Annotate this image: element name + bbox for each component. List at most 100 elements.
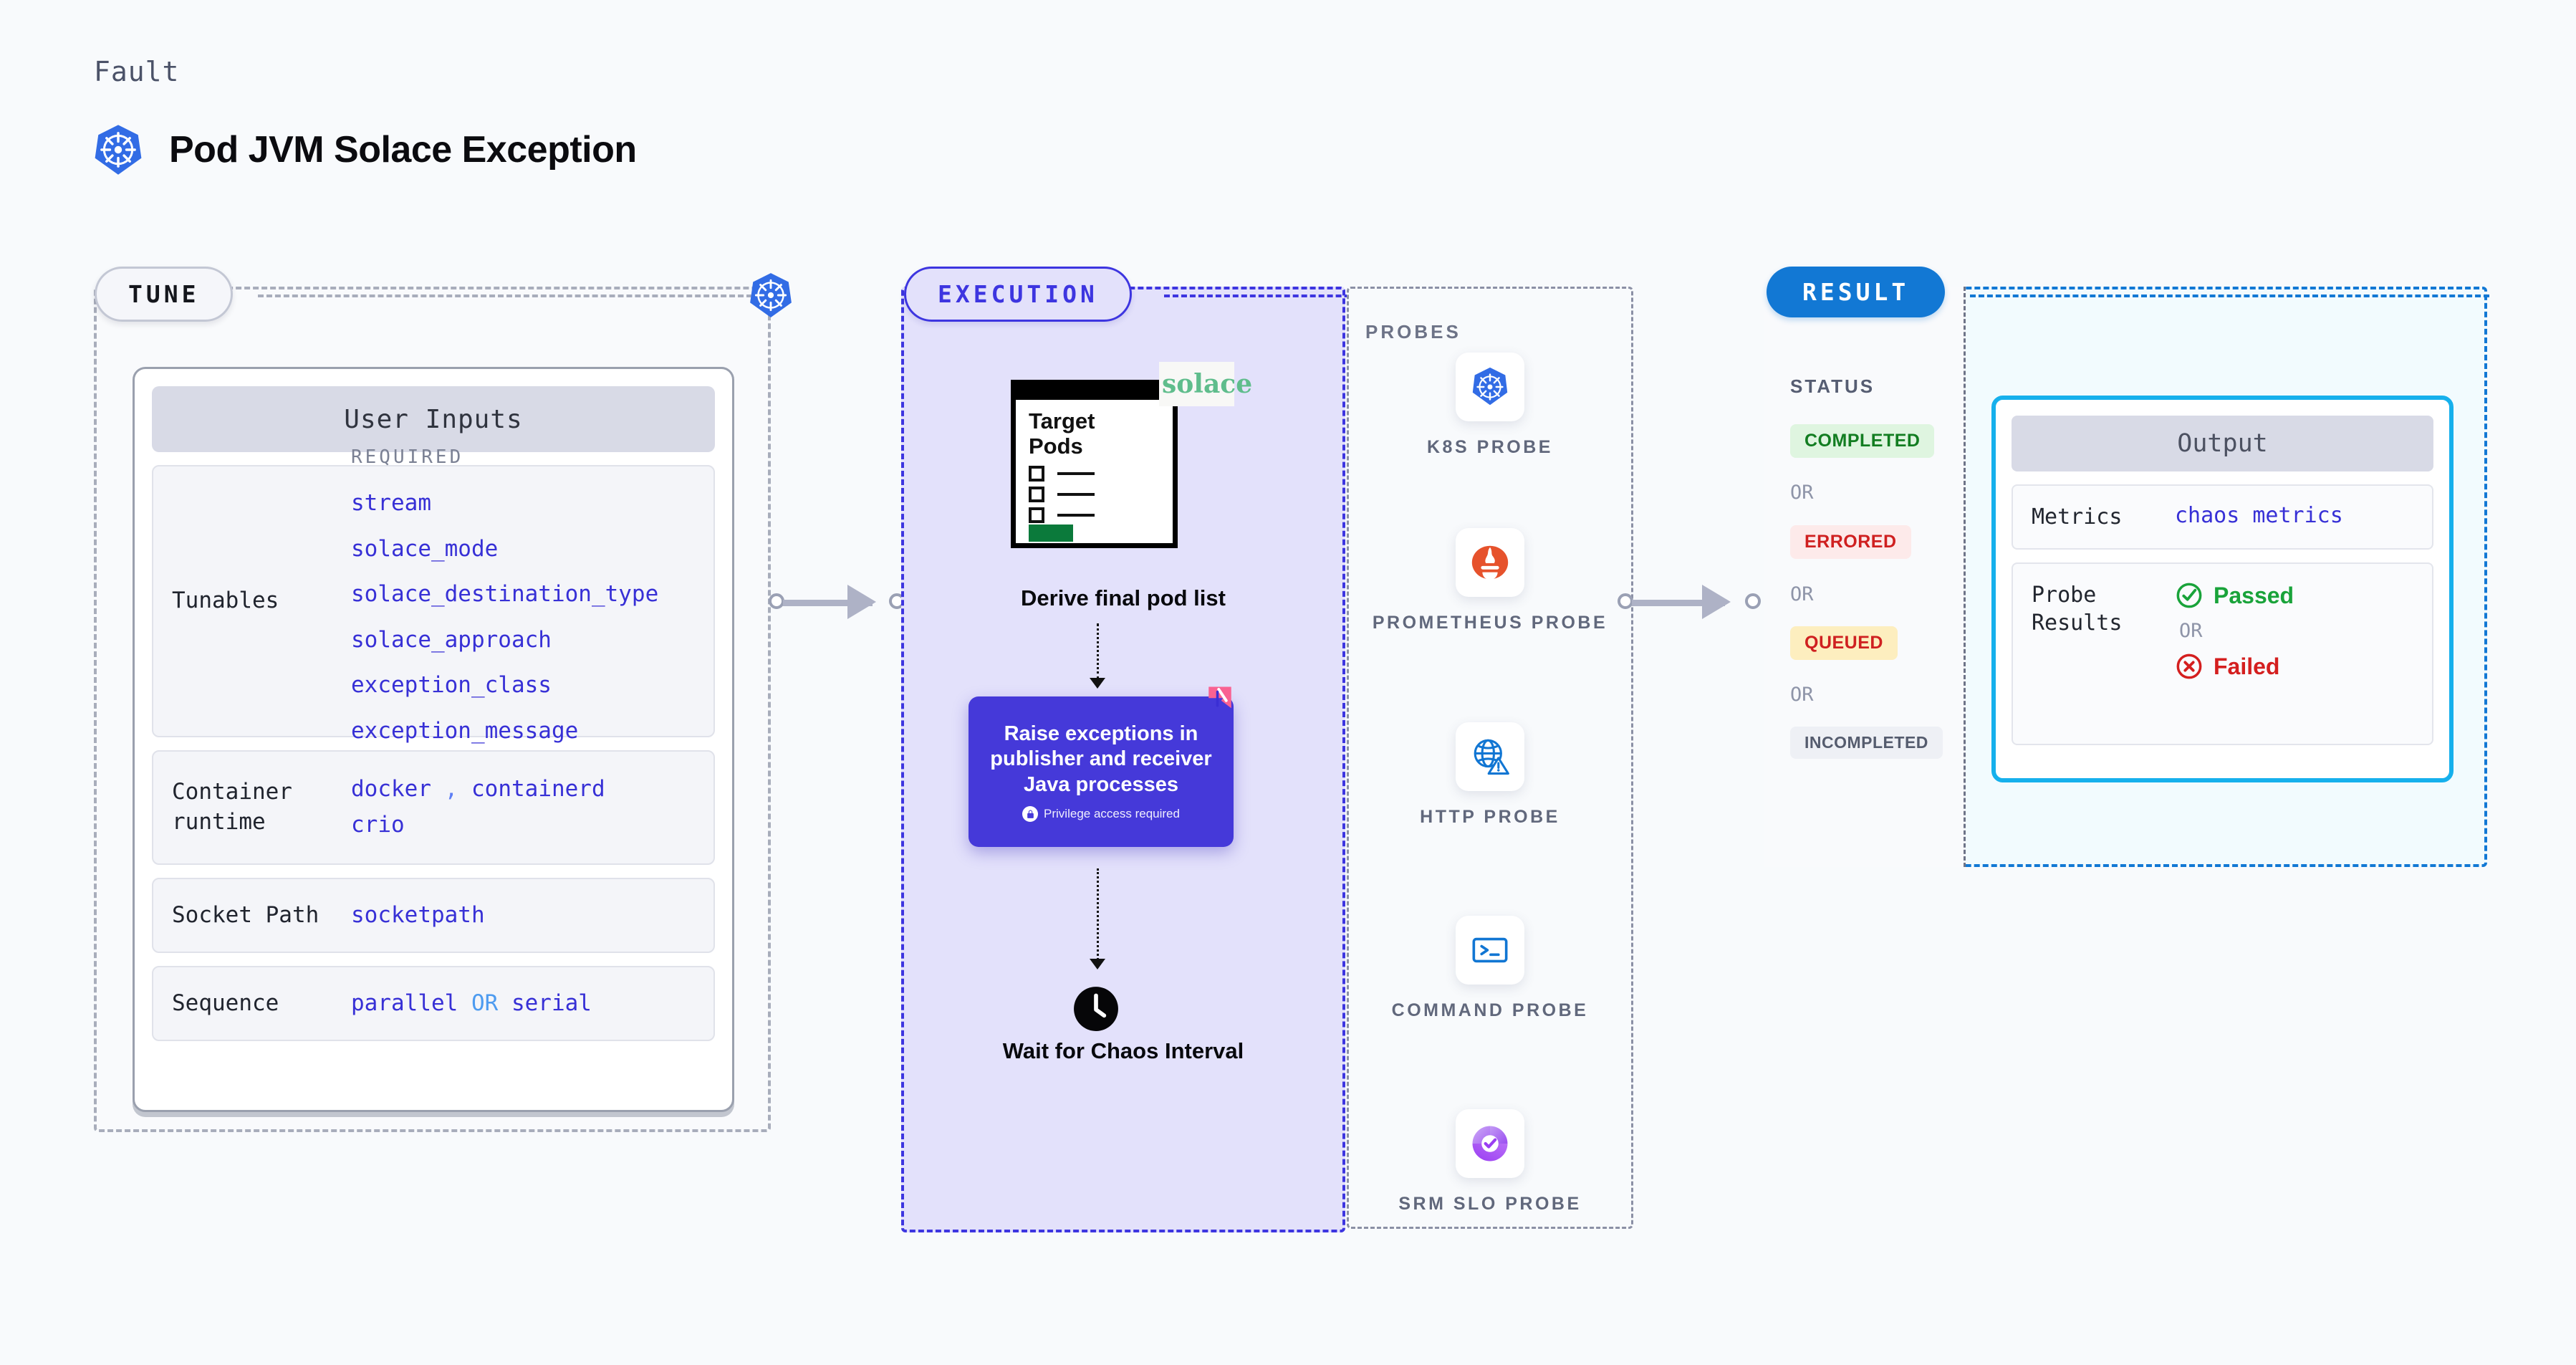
kubernetes-icon — [750, 273, 792, 317]
card-titlebar — [1011, 380, 1178, 400]
check-circle-icon — [2176, 583, 2202, 608]
probe-results-key: Probe Results — [2032, 583, 2123, 636]
probes-section-label: PROBES — [1365, 321, 1461, 343]
tune-pill-label[interactable]: TUNE — [95, 267, 234, 322]
x-circle-icon — [2176, 653, 2202, 679]
result-dashed-connector — [1970, 294, 2489, 297]
tunable-solace-mode[interactable]: solace_mode — [351, 535, 499, 562]
flow-arrow-line — [1097, 623, 1099, 679]
probe-tile — [1456, 353, 1524, 421]
execution-pill-label[interactable]: EXECUTION — [904, 267, 1132, 322]
runtime-separator: , — [444, 776, 458, 803]
probe-label: PROMETHEUS PROBE — [1372, 613, 1608, 633]
connector-execution-result — [1618, 580, 1761, 623]
action-title: Raise exceptions in publisher and receiv… — [990, 722, 1212, 796]
probe-results-value: Passed OR Failed — [2175, 581, 2413, 727]
metrics-row: Metrics chaos metrics — [2012, 484, 2433, 550]
flow-arrow-head — [1090, 678, 1105, 689]
runtime-crio[interactable]: crio — [351, 812, 405, 838]
prometheus-icon — [1471, 545, 1509, 580]
flow-arrow-head — [1090, 959, 1105, 969]
clock-icon — [1074, 987, 1118, 1031]
action-raise-exceptions[interactable]: Raise exceptions in publisher and receiv… — [969, 696, 1234, 847]
terminal-icon — [1472, 937, 1508, 963]
probe-k8s[interactable]: K8S PROBE — [1347, 353, 1633, 460]
required-label: REQUIRED — [351, 446, 464, 469]
status-or-1: OR — [1790, 482, 1814, 504]
srm-slo-icon — [1472, 1126, 1508, 1162]
connector-arrowhead — [847, 585, 876, 619]
connector-tune-execution — [769, 580, 905, 623]
fault-kicker: Fault — [94, 56, 180, 87]
user-inputs-title: User Inputs — [152, 386, 715, 452]
kubernetes-icon — [1472, 367, 1508, 406]
probe-result-failed: Failed — [2175, 652, 2413, 681]
sequence-row: Sequence parallel OR serial — [152, 966, 715, 1041]
connector-line — [1632, 600, 1725, 606]
target-title-line2: Pods — [1029, 433, 1083, 459]
solace-wordmark: solace — [1162, 369, 1253, 399]
tunable-exception-message[interactable]: exception_message — [351, 717, 579, 744]
result-status-column — [1764, 287, 1966, 867]
probe-http[interactable]: HTTP PROBE — [1347, 722, 1633, 830]
container-runtime-row: Container runtime docker , containerd cr… — [152, 750, 715, 865]
probe-label: COMMAND PROBE — [1391, 1000, 1589, 1020]
tunable-solace-approach[interactable]: solace_approach — [351, 626, 552, 653]
runtime-containerd[interactable]: containerd — [471, 776, 605, 803]
target-title-line1: Target — [1029, 408, 1095, 434]
metrics-key: Metrics — [2032, 504, 2123, 530]
list-line — [1057, 472, 1095, 475]
litmus-icon — [1208, 686, 1231, 709]
page-title-row: Pod JVM Solace Exception — [92, 122, 637, 178]
flow-arrow-line — [1097, 868, 1099, 960]
sequence-serial[interactable]: serial — [511, 990, 592, 1016]
probe-command[interactable]: COMMAND PROBE — [1347, 916, 1633, 1023]
output-card-title: Output — [2012, 416, 2433, 471]
status-or-3: OR — [1790, 684, 1814, 706]
user-inputs-card: User Inputs Tunables REQUIRED stream sol… — [133, 367, 734, 1112]
probe-result-or: OR — [2179, 620, 2203, 642]
failed-label: Failed — [2214, 653, 2280, 679]
row-key-socket-path: Socket Path — [172, 901, 319, 928]
tunable-solace-destination-type[interactable]: solace_destination_type — [351, 581, 659, 608]
tune-dashed-connector — [258, 294, 752, 297]
status-badge-errored: ERRORED — [1790, 525, 1911, 559]
connector-end-dot — [1745, 593, 1761, 609]
privilege-note: Privilege access required — [1022, 806, 1180, 823]
checkbox-icon — [1029, 487, 1044, 502]
probe-results-row: Probe Results Passed OR Failed — [2012, 562, 2433, 745]
socket-path-row: Socket Path socketpath — [152, 878, 715, 953]
row-key-container-runtime: Container runtime — [172, 779, 292, 835]
row-key-sequence: Sequence — [172, 990, 279, 1016]
connector-arrowhead — [1702, 585, 1731, 619]
target-pods-title: Target Pods — [1029, 408, 1095, 459]
tunable-stream[interactable]: stream — [351, 490, 431, 517]
probe-label: HTTP PROBE — [1420, 807, 1560, 827]
connector-line — [783, 600, 873, 606]
checkbox-icon — [1029, 507, 1044, 523]
status-badge-queued: QUEUED — [1790, 626, 1898, 660]
status-badge-completed: COMPLETED — [1790, 424, 1935, 458]
runtime-docker[interactable]: docker — [351, 776, 431, 803]
target-pods-card: Target Pods — [1011, 380, 1178, 548]
lock-icon — [1022, 806, 1039, 823]
probe-result-passed: Passed — [2175, 581, 2413, 610]
status-heading: STATUS — [1790, 375, 1875, 397]
result-pill-label[interactable]: RESULT — [1767, 267, 1946, 317]
sequence-parallel[interactable]: parallel — [351, 990, 458, 1016]
probe-srm-slo[interactable]: SRM SLO PROBE — [1347, 1109, 1633, 1217]
sequence-joiner: OR — [471, 990, 499, 1016]
metrics-value[interactable]: chaos metrics — [2175, 503, 2343, 528]
probe-prometheus[interactable]: PROMETHEUS PROBE — [1347, 528, 1633, 636]
step-caption-wait: Wait for Chaos Interval — [1002, 1038, 1244, 1063]
kubernetes-icon — [95, 125, 142, 175]
tunables-row: Tunables REQUIRED stream solace_mode sol… — [152, 446, 715, 744]
row-value-tunables: REQUIRED stream solace_mode solace_desti… — [351, 443, 695, 759]
row-value-socket-path[interactable]: socketpath — [351, 901, 485, 928]
status-or-2: OR — [1790, 583, 1814, 605]
page-title: Pod JVM Solace Exception — [169, 129, 637, 171]
row-key-tunables: Tunables — [172, 588, 279, 614]
tunable-exception-class[interactable]: exception_class — [351, 672, 552, 699]
row-value-container-runtime: docker , containerd crio — [351, 772, 695, 843]
